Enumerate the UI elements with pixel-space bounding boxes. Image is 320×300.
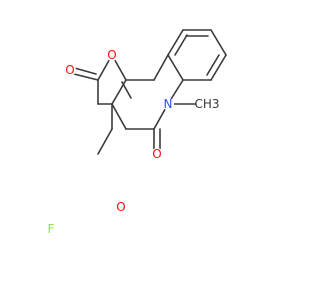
bond — [69, 72, 99, 81]
bond — [210, 54, 227, 81]
atom-label-o-amide: O — [152, 147, 161, 161]
bond — [121, 81, 132, 99]
structure-diagram: O O O N CH3 O F — [45, 29, 227, 236]
labels: O O O N CH3 O F — [45, 48, 220, 236]
bonds — [69, 29, 227, 155]
bond — [153, 54, 169, 81]
bond — [111, 79, 127, 105]
bond — [97, 128, 113, 155]
bond — [167, 29, 184, 56]
atom-label-fluorine: F — [48, 222, 55, 236]
atom-label-o-ether: O — [116, 200, 125, 214]
bond — [111, 103, 127, 130]
bond — [206, 54, 220, 76]
atom-label-methyl: CH3 — [194, 97, 219, 111]
atom-label-o-lactone: O — [65, 63, 74, 77]
bond — [210, 29, 227, 56]
bond — [167, 54, 184, 81]
atom-label-o-ring: O — [107, 48, 116, 62]
atom-label-n: N — [164, 97, 173, 111]
bond — [174, 34, 188, 56]
